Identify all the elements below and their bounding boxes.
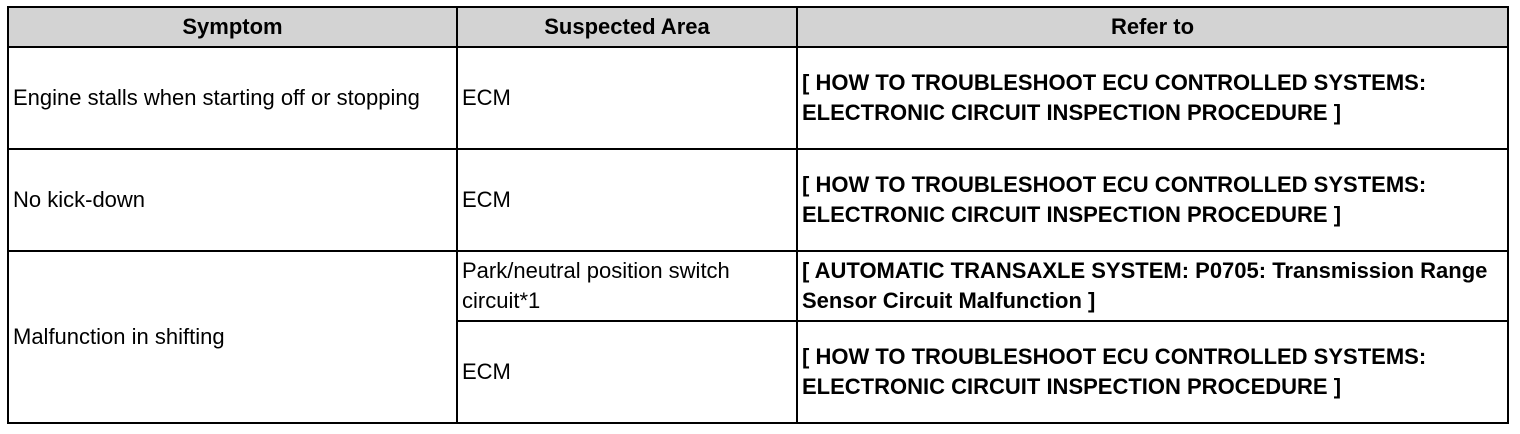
suspected-area-cell: Park/neutral position switch circuit*1 [456, 250, 798, 322]
table-row: Engine stalls when starting off or stopp… [7, 46, 1509, 150]
suspected-area-cell: ECM [456, 148, 798, 252]
refer-to-link[interactable]: [ HOW TO TROUBLESHOOT ECU CONTROLLED SYS… [796, 320, 1509, 424]
refer-to-link[interactable]: [ HOW TO TROUBLESHOOT ECU CONTROLLED SYS… [796, 148, 1509, 252]
refer-to-link[interactable]: [ HOW TO TROUBLESHOOT ECU CONTROLLED SYS… [796, 46, 1509, 150]
table-row: No kick-down ECM [ HOW TO TROUBLESHOOT E… [7, 148, 1509, 252]
suspected-area-cell: ECM [456, 46, 798, 150]
symptom-cell: Malfunction in shifting [7, 250, 458, 424]
refer-to-link[interactable]: [ AUTOMATIC TRANSAXLE SYSTEM: P0705: Tra… [796, 250, 1509, 322]
troubleshooting-table-container: Symptom Suspected Area Refer to Engine s… [7, 6, 1509, 424]
table-row: Malfunction in shifting Park/neutral pos… [7, 250, 1509, 424]
suspected-area-cell: ECM [456, 320, 798, 424]
table-header-row: Symptom Suspected Area Refer to [7, 6, 1509, 48]
table-row: ECM [ HOW TO TROUBLESHOOT ECU CONTROLLED… [8, 320, 1509, 424]
symptom-cell: Engine stalls when starting off or stopp… [7, 46, 458, 150]
header-symptom: Symptom [7, 6, 458, 48]
symptom-cell: No kick-down [7, 148, 458, 252]
header-refer-to: Refer to [796, 6, 1509, 48]
header-suspected-area: Suspected Area [456, 6, 798, 48]
troubleshooting-table: Symptom Suspected Area Refer to Engine s… [7, 6, 1509, 424]
